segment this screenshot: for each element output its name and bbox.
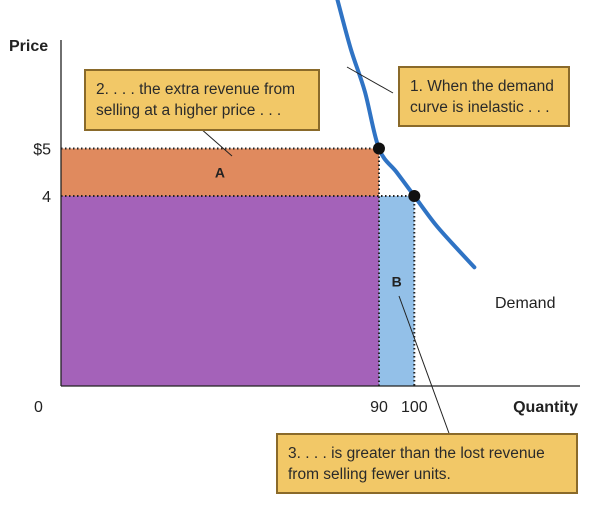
callout-lost-revenue: 3. . . . is greater than the lost revenu… [276, 433, 578, 494]
region-a [61, 148, 379, 196]
callout-extra-revenue: 2. . . . the extra revenue from selling … [84, 69, 320, 131]
y-tick-label-4: 4 [42, 189, 51, 206]
demand-point-1 [372, 142, 385, 155]
x-axis-label: Quantity [513, 399, 578, 416]
callout-3-line-1: 3. . . . is greater than the lost revenu… [288, 444, 545, 462]
x-tick-label-100: 100 [401, 399, 428, 416]
region-b [378, 196, 415, 386]
leader-line-2 [199, 127, 233, 157]
demand-point-2 [408, 190, 421, 202]
callout-2-line-2: selling at a higher price . . . [96, 102, 282, 119]
y-tick-label-5: $5 [33, 142, 51, 159]
region-label-a: A [215, 164, 225, 180]
callout-2-line-1: 2. . . . the extra revenue from [96, 81, 296, 98]
callout-3-line-2: from selling fewer units. [288, 465, 451, 483]
x-tick-label-90: 90 [370, 399, 388, 416]
leader-line-3 [398, 295, 451, 437]
leader-line-1 [346, 66, 394, 94]
demand-curve [335, 0, 477, 270]
demand-label: Demand [495, 295, 555, 312]
region-revenue-base [61, 196, 379, 386]
region-label-b: B [392, 273, 402, 289]
callout-1-line-2: curve is inelastic . . . [410, 98, 550, 116]
callout-inelastic: 1. When the demand curve is inelastic . … [398, 66, 570, 127]
y-axis-label: Price [9, 38, 48, 55]
callout-1-line-1: 1. When the demand [410, 77, 554, 95]
origin-label: 0 [34, 399, 43, 416]
